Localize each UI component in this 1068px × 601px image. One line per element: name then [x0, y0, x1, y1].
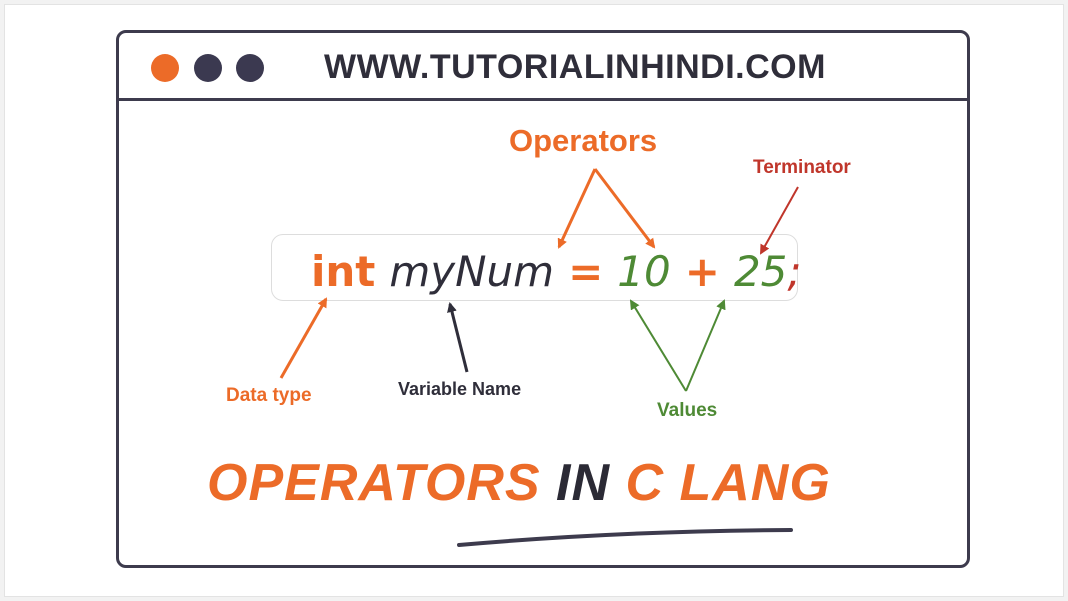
label-data-type: Data type: [226, 385, 312, 406]
arrow-value-2: [685, 299, 726, 392]
code-variable: myNum: [389, 247, 555, 296]
code-value-1: 10: [617, 247, 671, 296]
headline-part-2: IN: [556, 454, 611, 512]
code-value-2: 25: [733, 247, 788, 296]
window-dot-dark-2: [236, 54, 264, 82]
site-url: WWW.TUTORIALINHINDI.COM: [324, 48, 826, 86]
label-terminator: Terminator: [753, 157, 851, 178]
headline-underline: [457, 528, 793, 547]
label-variable-name: Variable Name: [398, 379, 522, 399]
arrow-operators-assign: [557, 168, 597, 249]
code-statement: int myNum = 10 +25;: [311, 247, 802, 297]
code-terminator: ;: [787, 247, 802, 296]
arrow-operators-plus: [593, 168, 656, 249]
headline-part-3: C LANG: [625, 454, 831, 512]
code-data-type: int: [311, 247, 376, 296]
headline-part-1: OPERATORS: [207, 454, 541, 512]
arrow-terminator: [760, 186, 799, 255]
window-dot-dark: [194, 54, 222, 82]
annotation-arrows: [279, 168, 799, 547]
code-assign-operator: =: [568, 247, 604, 296]
window-dot-orange: [151, 54, 179, 82]
browser-window: WWW.TUTORIALINHINDI.COM int myNum = 10 +25;: [116, 30, 970, 568]
arrow-data-type: [279, 297, 328, 379]
arrow-value-1: [629, 299, 687, 392]
headline: OPERATORS IN C LANG: [207, 453, 831, 513]
code-box: [271, 234, 798, 301]
label-values: Values: [657, 400, 718, 421]
code-plus-operator: +: [684, 247, 720, 296]
label-operators: Operators: [509, 123, 658, 158]
title-bar: WWW.TUTORIALINHINDI.COM: [119, 33, 967, 101]
arrow-variable-name: [447, 302, 469, 373]
